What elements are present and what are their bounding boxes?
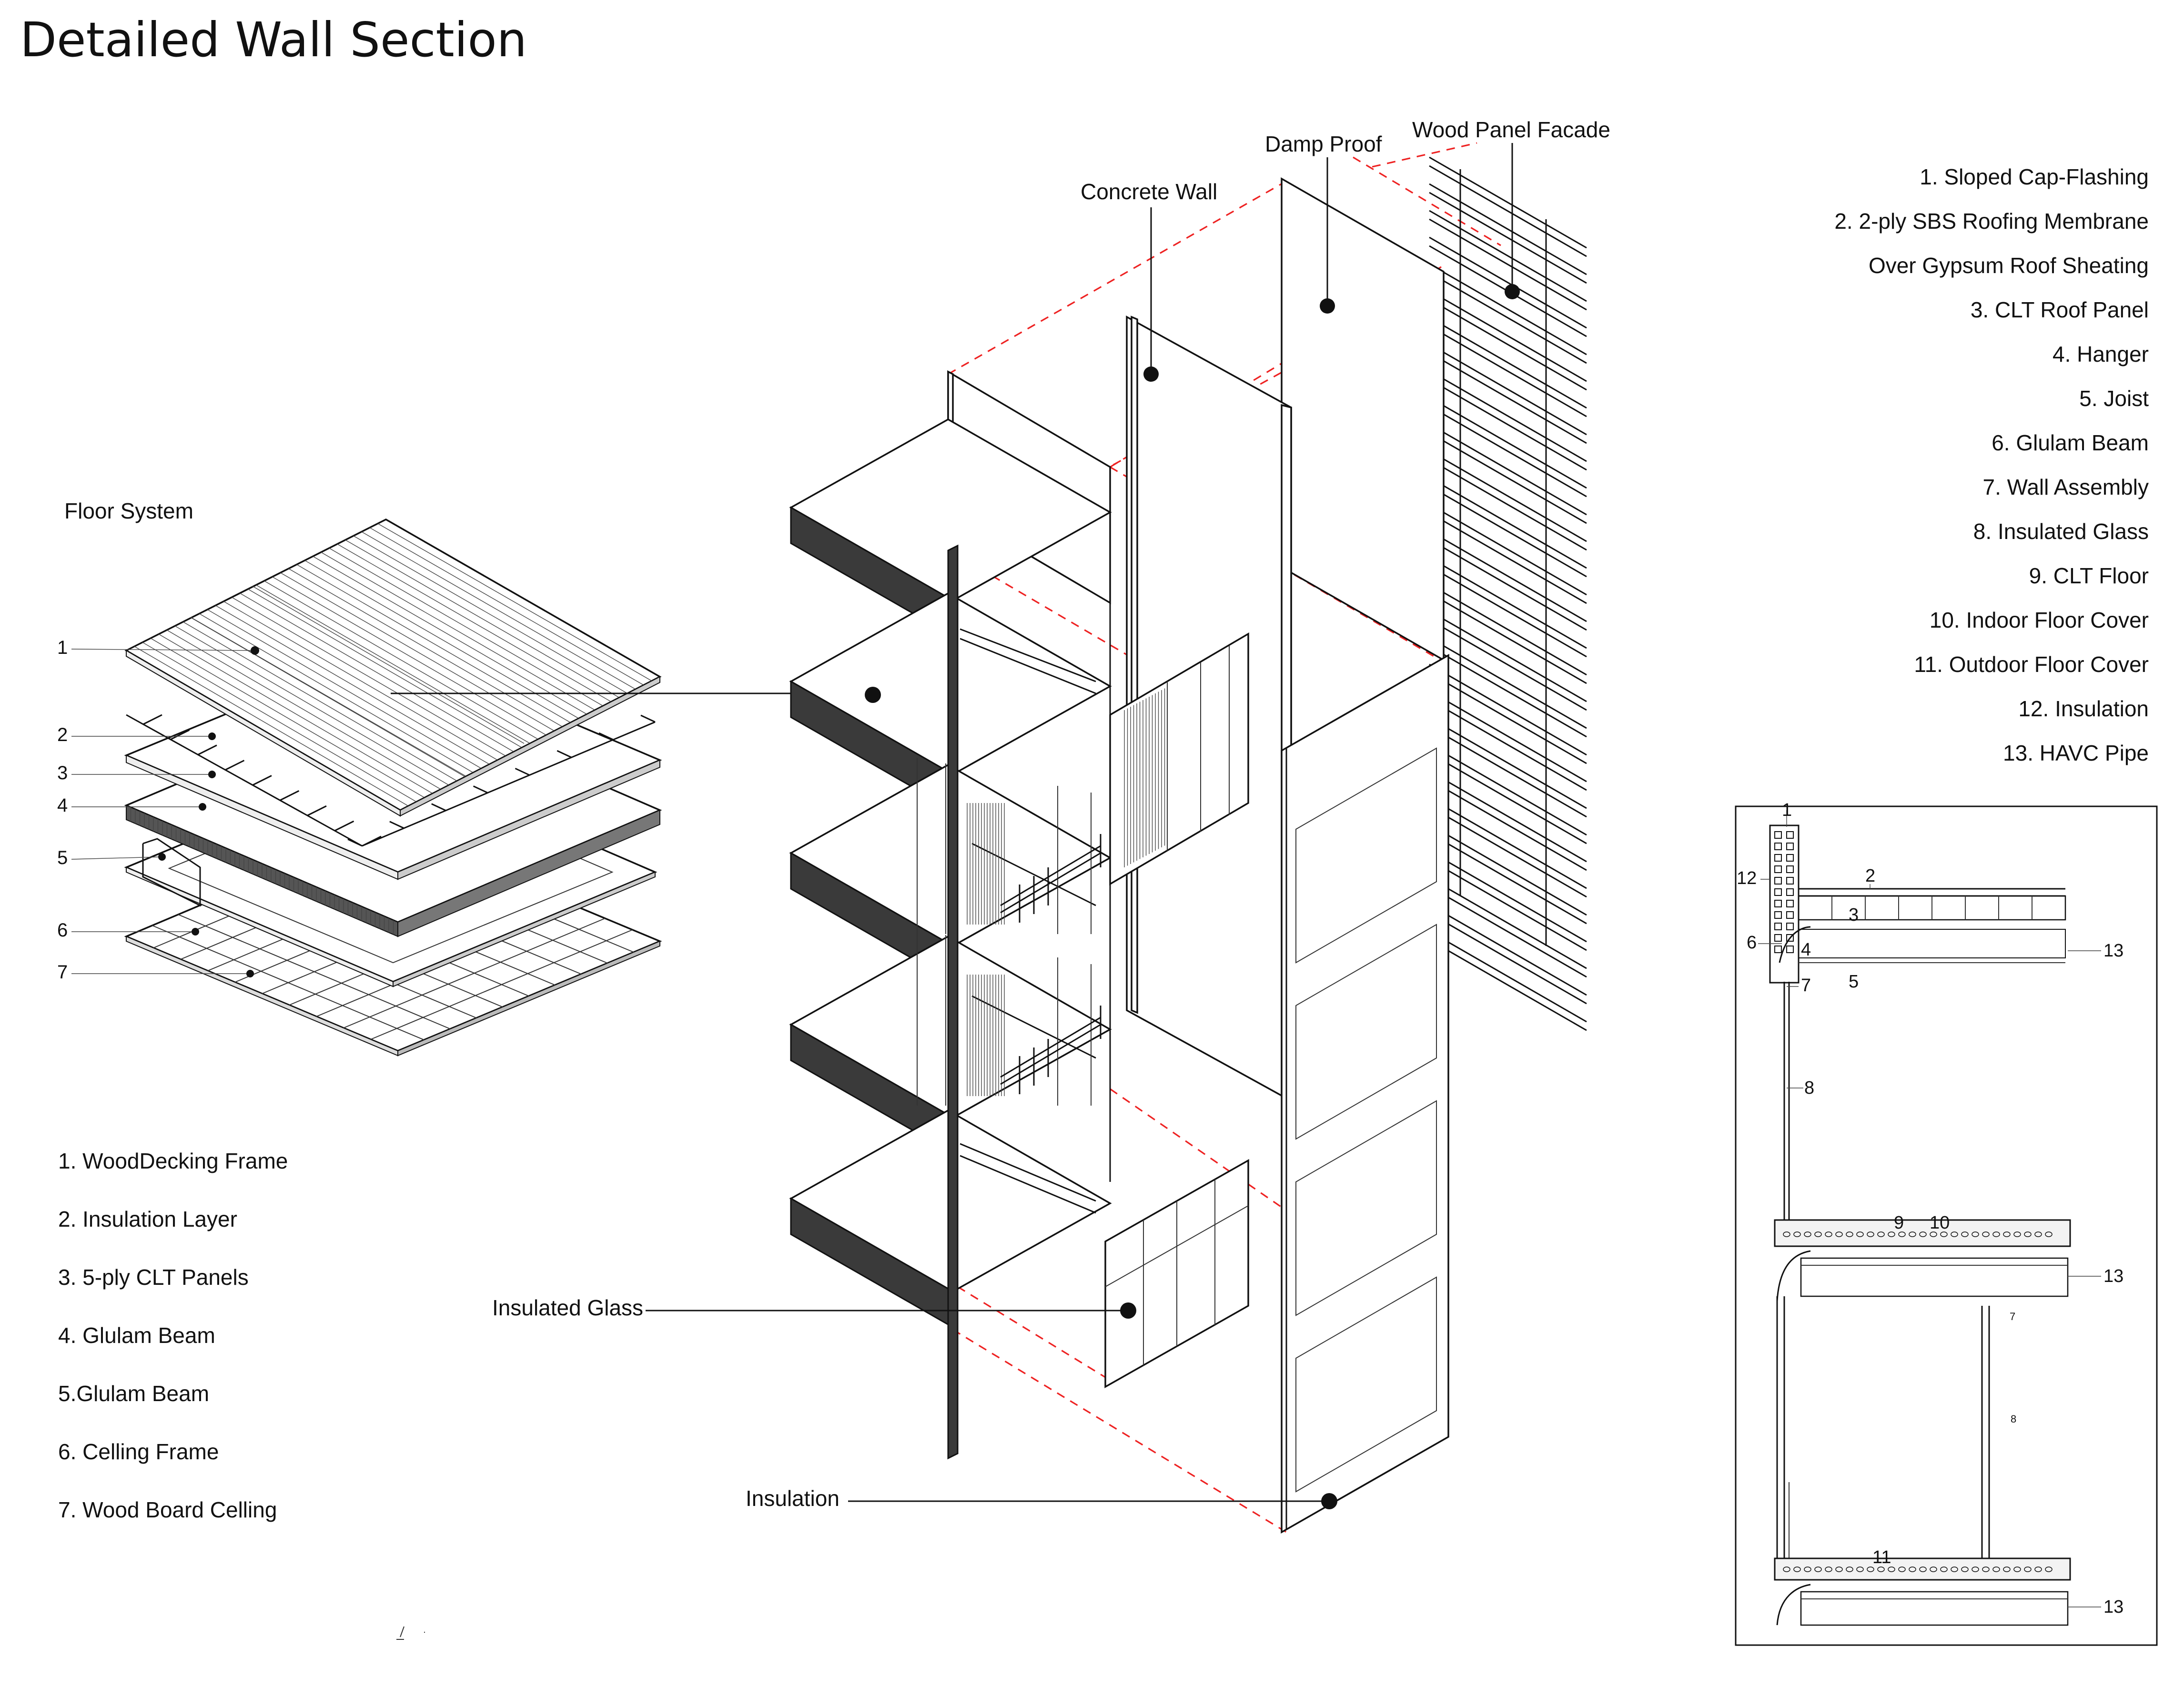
layer-number-7: 7 (57, 962, 68, 983)
insulation-panel (1281, 653, 1449, 1534)
section-tag-2: 2 (1865, 866, 1875, 886)
wood-panel-facade (1429, 156, 1587, 1031)
legend-item-2: 2. Insulation Layer (58, 1207, 237, 1231)
insulation-marker (1321, 1493, 1337, 1509)
floor-system-heading: Floor System (64, 498, 193, 523)
layer-wood-decking (124, 519, 662, 817)
section-tag-10: 10 (1930, 1213, 1950, 1233)
component-9: 9. CLT Floor (2029, 563, 2149, 588)
component-12: 12. Insulation (2018, 696, 2149, 721)
label-concrete-wall: Concrete Wall (1081, 179, 1217, 204)
section-tag-8: 8 (1804, 1078, 1814, 1098)
floor-system-marker (865, 687, 881, 703)
layer-number-1: 1 (57, 637, 68, 658)
insulated-glass-marker (1120, 1302, 1136, 1319)
damp-proof-panel (1281, 177, 1445, 665)
component-1: 1. Sloped Cap-Flashing (1920, 164, 2149, 189)
section-tag-9: 9 (1894, 1213, 1904, 1233)
component-2: 2. 2-ply SBS Roofing Membrane (1834, 209, 2149, 234)
section-tag-11: 11 (1872, 1547, 1891, 1567)
label-wood-panel-facade: Wood Panel Facade (1412, 117, 1610, 142)
section-tag-12: 12 (1737, 868, 1757, 888)
label-damp-proof: Damp Proof (1265, 132, 1382, 156)
concrete-wall-marker (1143, 366, 1159, 382)
label-insulation: Insulation (746, 1486, 839, 1511)
component-5: 5. Joist (2079, 386, 2149, 411)
section-tag-3: 3 (1849, 905, 1859, 925)
section-tag-7: 7 (1801, 976, 1811, 996)
component-2b: Over Gypsum Roof Sheating (1869, 253, 2149, 278)
legend-item-4: 4. Glulam Beam (58, 1323, 215, 1348)
layer-number-6: 6 (57, 920, 68, 941)
legend-item-1: 1. WoodDecking Frame (58, 1149, 288, 1173)
layer-number-5: 5 (57, 847, 68, 868)
legend-item-5: 5.Glulam Beam (58, 1381, 209, 1406)
component-8: 8. Insulated Glass (1973, 519, 2149, 544)
layer-number-4: 4 (57, 795, 68, 816)
wood-panel-facade-marker (1505, 284, 1520, 299)
component-10: 10. Indoor Floor Cover (1930, 608, 2149, 632)
axonometric-labels: Concrete Wall Damp Proof Wood Panel Faca… (492, 117, 1610, 1511)
legend-item-3: 3. 5-ply CLT Panels (58, 1265, 249, 1290)
layer-number-2: 2 (57, 724, 68, 745)
page-title: Detailed Wall Section (20, 12, 527, 68)
component-7: 7. Wall Assembly (1982, 475, 2149, 499)
floor-system-legend: 1. WoodDecking Frame 2. Insulation Layer… (58, 1149, 288, 1522)
section-tag-small-8: 8 (2011, 1413, 2016, 1425)
layer-number-3: 3 (57, 763, 68, 783)
section-tag-1: 1 (1782, 800, 1792, 820)
section-tag-13-lower: 13 (2103, 1597, 2123, 1617)
floor-system-diagram: Floor System (57, 498, 872, 1522)
legend-item-7: 7. Wood Board Celling (58, 1497, 277, 1522)
component-6: 6. Glulam Beam (1992, 430, 2149, 455)
legend-item-6: 6. Celling Frame (58, 1439, 219, 1464)
section-tag-6: 6 (1747, 933, 1757, 953)
building-floors (789, 370, 1249, 1460)
section-tag-small-7: 7 (2010, 1311, 2015, 1322)
section-tag-5: 5 (1849, 972, 1859, 992)
balcony-railing (1000, 834, 1102, 1094)
wall-section-detail: 1 2 3 4 5 6 7 8 9 10 11 12 13 13 13 7 8 (1735, 800, 2158, 1646)
component-11: 11. Outdoor Floor Cover (1914, 652, 2149, 677)
component-list: 1. Sloped Cap-Flashing 2. 2-ply SBS Roof… (1834, 164, 2149, 765)
section-tags: 1 2 3 4 5 6 7 8 9 10 11 12 13 13 13 7 8 (1737, 800, 2123, 1617)
layer-insulation-grid (126, 714, 656, 847)
section-tag-13-roof: 13 (2103, 941, 2123, 961)
floor-layer-numbers: 1 2 3 4 5 6 7 (57, 637, 68, 983)
label-insulated-glass: Insulated Glass (492, 1295, 643, 1320)
axonometric-section: Concrete Wall Damp Proof Wood Panel Faca… (492, 117, 1610, 1534)
component-3: 3. CLT Roof Panel (1971, 297, 2149, 322)
stray-mark (396, 1626, 425, 1640)
section-tag-4: 4 (1801, 940, 1811, 960)
damp-proof-marker (1320, 298, 1335, 314)
component-13: 13. HAVC Pipe (2003, 741, 2149, 765)
component-4: 4. Hanger (2053, 342, 2149, 366)
section-tag-13-floor: 13 (2103, 1266, 2123, 1286)
